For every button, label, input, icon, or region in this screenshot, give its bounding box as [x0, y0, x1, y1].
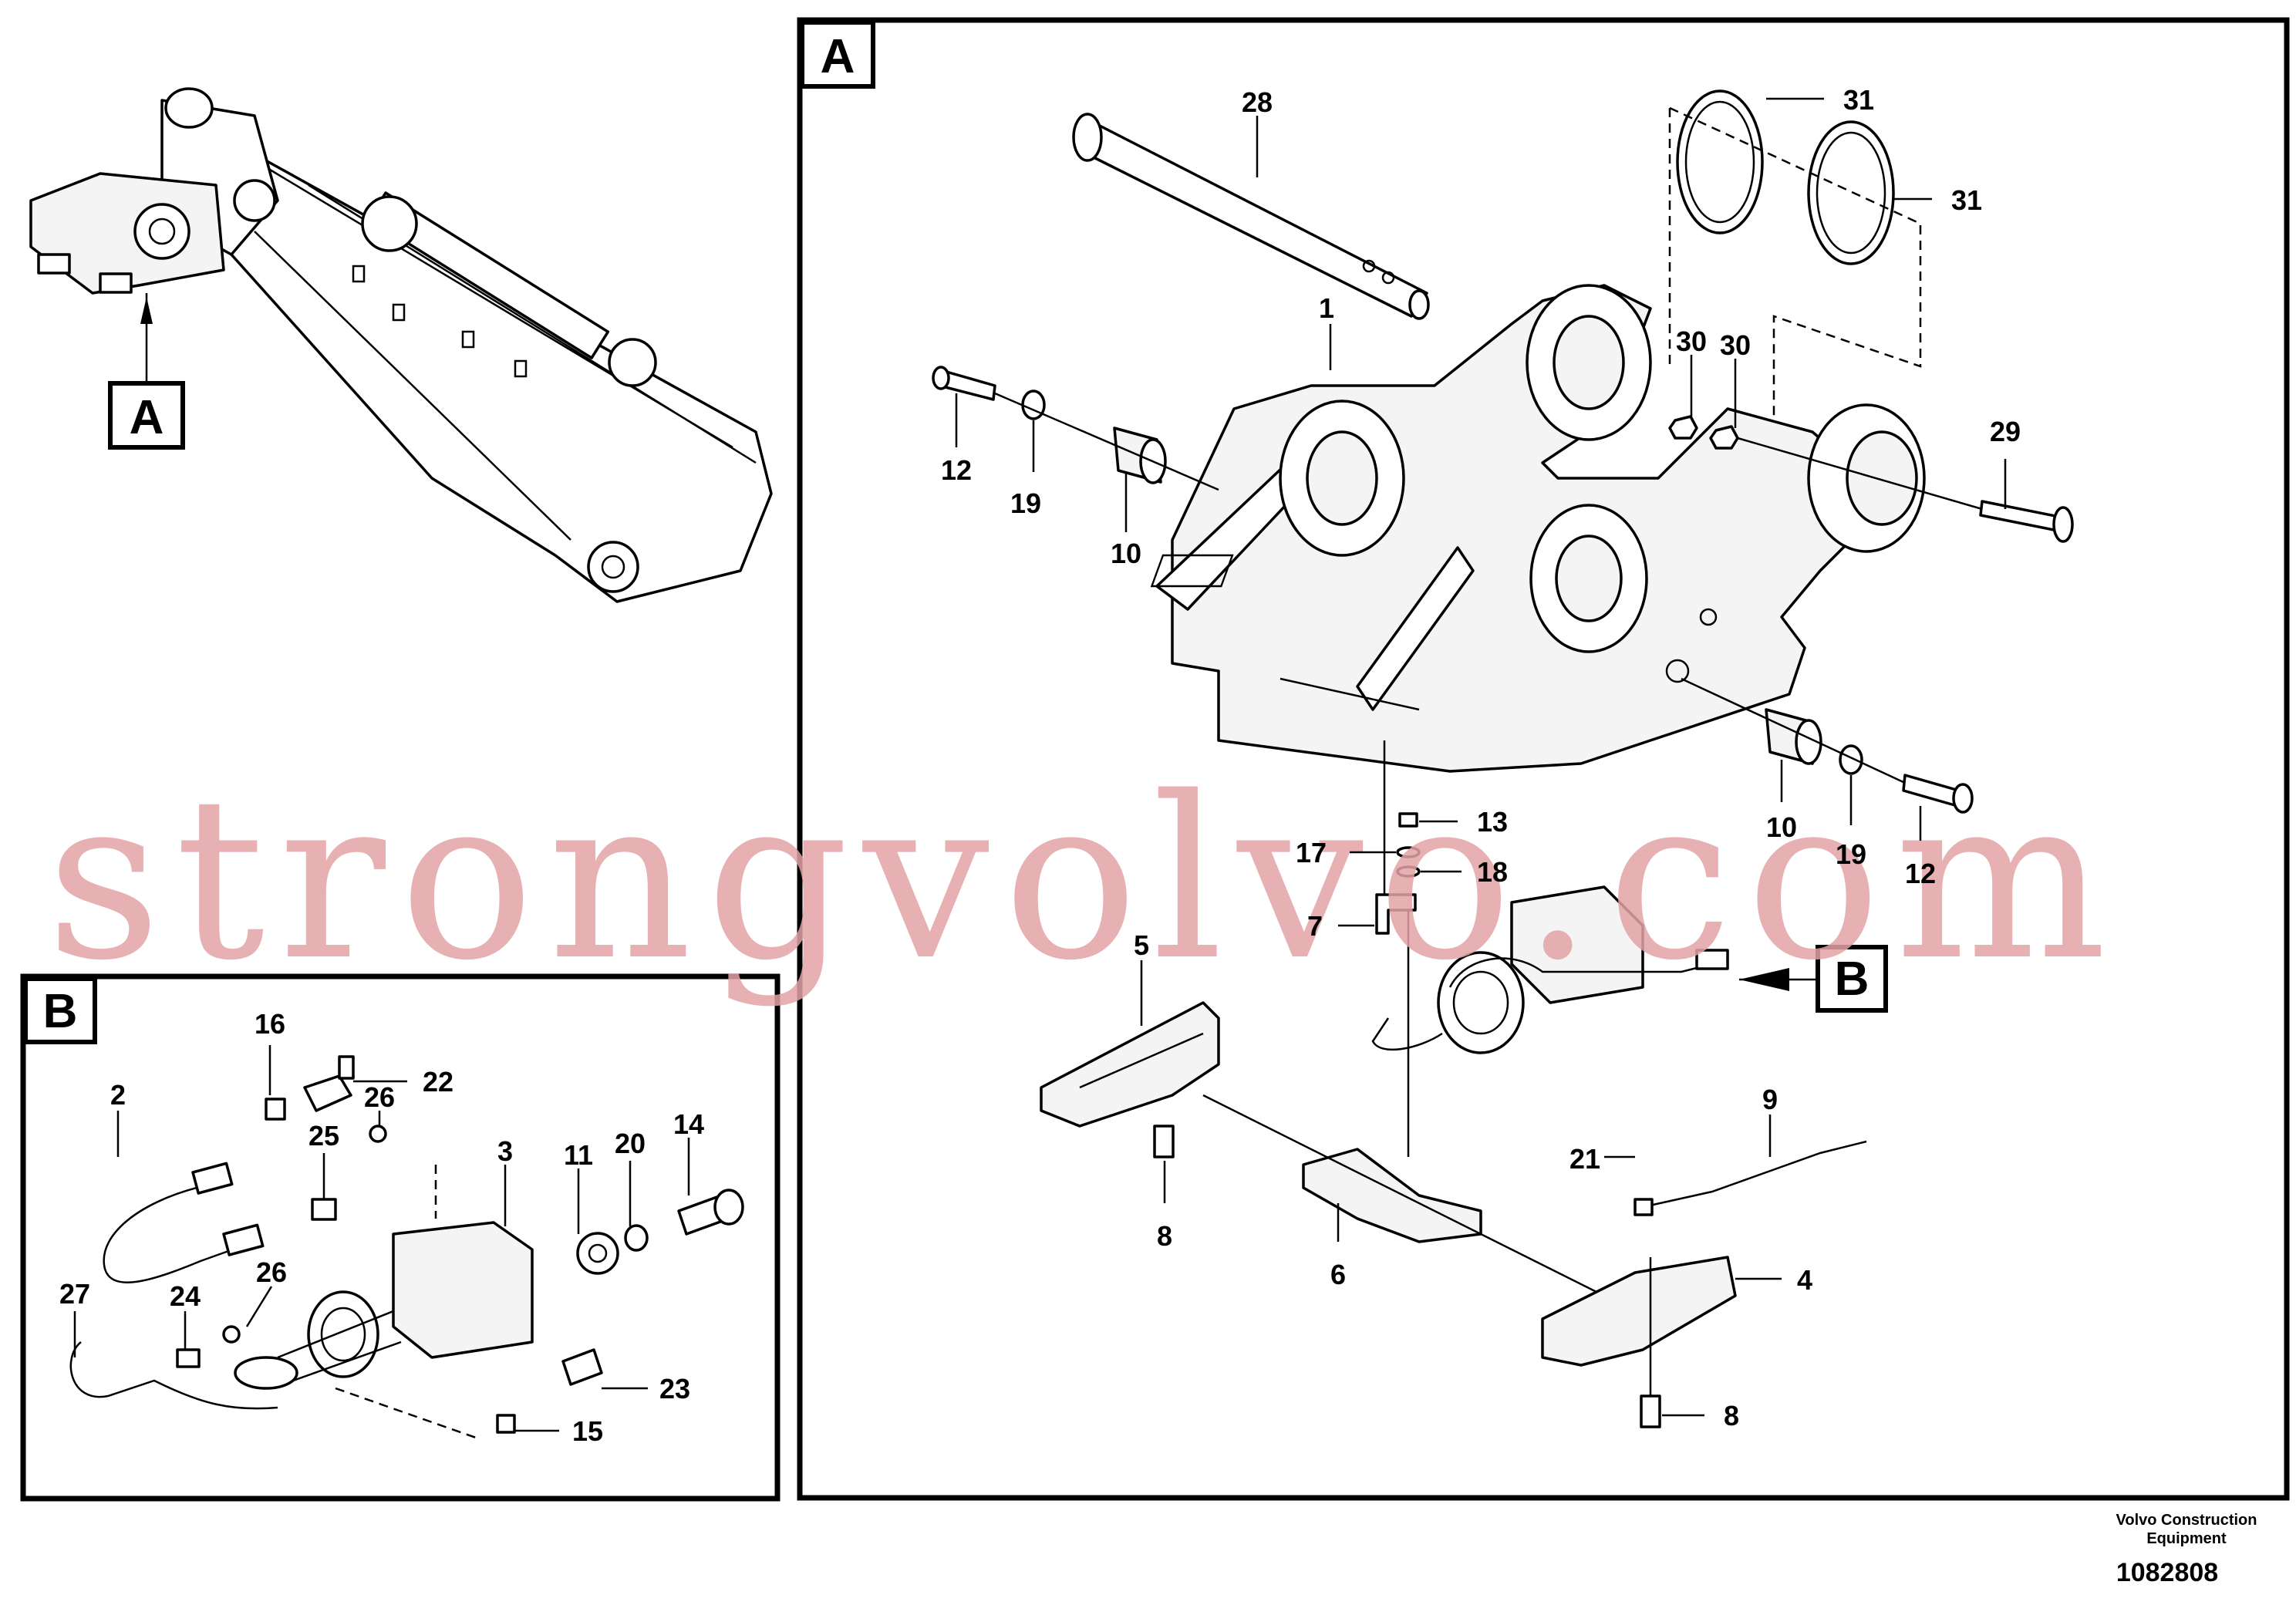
detail-frame-b [20, 973, 781, 1502]
washer-17 [1396, 846, 1421, 858]
label-28: 28 [1242, 86, 1273, 118]
label-15: 15 [572, 1415, 603, 1447]
lock-cylinder-assembly [1371, 885, 1729, 1054]
label-11: 11 [564, 1139, 593, 1171]
o-ring-31-b [1807, 120, 1895, 265]
o-ring-26-bottom [222, 1325, 241, 1344]
inset-b-drawing [69, 1055, 744, 1440]
inset-b-pointer-label: B [1835, 953, 1870, 1006]
detail-b-tag-label: B [43, 985, 78, 1038]
overview-tag-label: A [130, 391, 164, 444]
label-16: 16 [255, 1008, 285, 1040]
label-5: 5 [1134, 929, 1149, 961]
washer-11 [576, 1232, 619, 1275]
nipple-24 [176, 1348, 201, 1368]
label-18: 18 [1477, 856, 1508, 888]
label-20: 20 [615, 1128, 646, 1159]
label-25: 25 [308, 1120, 339, 1152]
washer-19-right [1839, 744, 1863, 775]
nipple-25 [311, 1198, 337, 1221]
label-4: 4 [1797, 1264, 1812, 1296]
label-14: 14 [673, 1108, 704, 1140]
label-8-a: 8 [1157, 1220, 1172, 1252]
label-17: 17 [1296, 837, 1327, 868]
label-6: 6 [1330, 1259, 1346, 1290]
nut-30-a [1668, 415, 1698, 440]
cylinder-3 [392, 1221, 534, 1359]
label-31-b: 31 [1951, 184, 1982, 216]
label-30-a: 30 [1676, 325, 1707, 357]
company-name-line2: Equipment [2146, 1530, 2227, 1547]
label-24: 24 [170, 1280, 201, 1312]
coupler-body-1-drawing [1150, 284, 1926, 773]
fitting-16 [265, 1098, 286, 1121]
label-22: 22 [423, 1066, 453, 1098]
label-10-a: 10 [1111, 538, 1141, 569]
label-7: 7 [1307, 910, 1323, 942]
screw-13 [1398, 812, 1418, 828]
detail-b-tag-box [23, 976, 97, 1044]
o-ring-26-top [369, 1125, 387, 1143]
watermark-text: strongvolvo.com [46, 750, 2121, 1010]
nut-30-b [1709, 425, 1739, 450]
label-8-b: 8 [1724, 1400, 1739, 1431]
lever-6 [1302, 1148, 1482, 1243]
label-27: 27 [59, 1278, 90, 1310]
label-26-a: 26 [364, 1081, 395, 1113]
label-10-b: 10 [1766, 811, 1797, 843]
label-9: 9 [1762, 1084, 1778, 1115]
plate-7 [1375, 893, 1417, 935]
o-ring-31-a [1676, 89, 1764, 234]
label-13: 13 [1477, 806, 1508, 838]
label-26-b: 26 [256, 1256, 287, 1288]
label-2: 2 [110, 1079, 126, 1111]
washer-18 [1396, 865, 1421, 878]
washer-19-left [1021, 389, 1046, 420]
label-29: 29 [1990, 416, 2021, 447]
company-name-line1: Volvo Construction [2116, 1512, 2257, 1529]
fitting-15 [496, 1414, 516, 1434]
label-19-b: 19 [1836, 838, 1866, 870]
boom-overview-illustration [29, 87, 773, 603]
detail-a-tag-box [800, 20, 875, 89]
label-3: 3 [497, 1135, 513, 1167]
label-12-a: 12 [941, 454, 972, 486]
pin-28-drawing [1072, 113, 1430, 320]
rod-9 [1642, 1140, 1867, 1209]
label-23: 23 [659, 1373, 690, 1404]
overview-tag-box [108, 381, 185, 450]
drawing-number: 1082808 [2116, 1558, 2218, 1587]
label-21: 21 [1569, 1143, 1600, 1175]
washer-20 [624, 1224, 649, 1252]
inset-b-pointer-box [1816, 945, 1888, 1013]
label-1: 1 [1319, 292, 1334, 324]
label-30-b: 30 [1720, 329, 1751, 361]
wedge-5 [1040, 1001, 1220, 1128]
pin-8-bottom [1640, 1394, 1661, 1428]
elbow-22 [303, 1074, 352, 1112]
label-19-a: 19 [1010, 487, 1041, 519]
detail-a-tag-label: A [821, 30, 855, 83]
wedge-4 [1541, 1256, 1737, 1367]
label-31-a: 31 [1843, 84, 1874, 116]
elbow-23 [561, 1348, 603, 1386]
pin-8-top [1153, 1125, 1175, 1158]
detail-frame-a [797, 17, 2290, 1501]
bolt-29 [1979, 500, 2061, 532]
label-12-b: 12 [1905, 858, 1936, 889]
